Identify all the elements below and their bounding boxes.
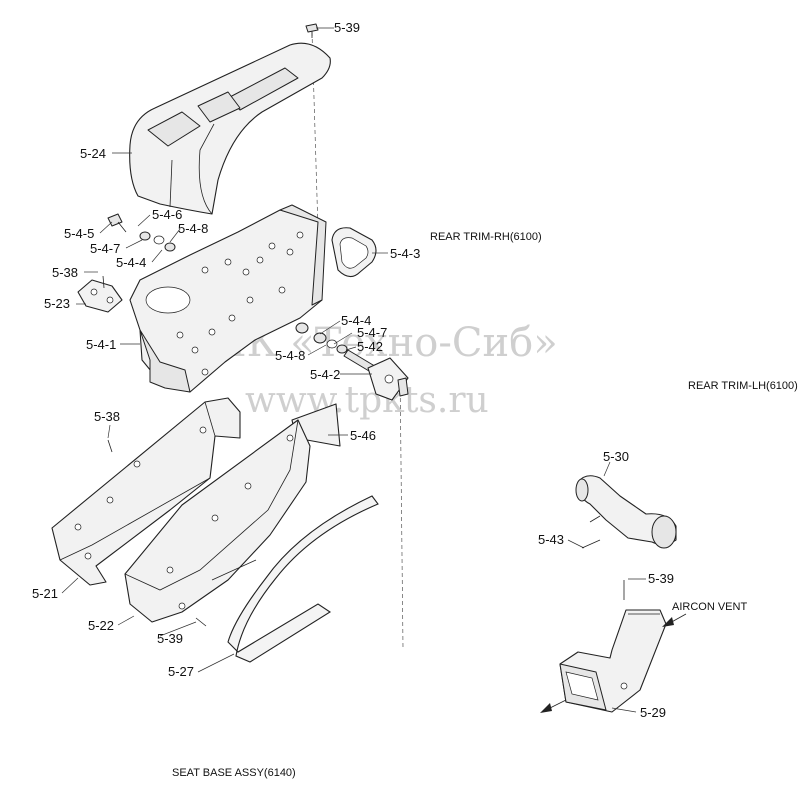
label-5-21: 5-21 bbox=[32, 586, 58, 601]
label-5-38-upper: 5-38 bbox=[52, 265, 78, 280]
label-5-4-8-lower: 5-4-8 bbox=[275, 348, 305, 363]
label-5-46: 5-46 bbox=[350, 428, 376, 443]
airflow-arrow bbox=[540, 699, 567, 713]
label-5-24: 5-24 bbox=[80, 146, 106, 161]
label-5-4-7-lower: 5-4-7 bbox=[357, 325, 387, 340]
label-5-39-bottom: 5-39 bbox=[157, 631, 183, 646]
axis-line-lower bbox=[399, 369, 404, 649]
label-5-23: 5-23 bbox=[44, 296, 70, 311]
label-5-4-2: 5-4-2 bbox=[310, 367, 340, 382]
gasket-ring bbox=[331, 227, 377, 278]
note-rear-trim-lh: REAR TRIM-LH(6100) bbox=[688, 380, 798, 392]
aircon-vent bbox=[559, 580, 667, 713]
label-5-4-4-lower: 5-4-4 bbox=[341, 313, 371, 328]
label-5-38-lower: 5-38 bbox=[94, 409, 120, 424]
watermark-line2: www.tpkts.ru bbox=[245, 380, 489, 421]
note-rear-trim-rh: REAR TRIM-RH(6100) bbox=[430, 231, 542, 243]
label-5-27: 5-27 bbox=[168, 664, 194, 679]
small-bracket bbox=[77, 275, 123, 313]
screw-5-38-lower bbox=[107, 439, 113, 453]
duct bbox=[575, 475, 677, 549]
label-5-4-5: 5-4-5 bbox=[64, 226, 94, 241]
screw-5-39-top bbox=[305, 23, 319, 38]
fastener-set-lower bbox=[295, 322, 409, 401]
screw-5-43 bbox=[581, 539, 601, 549]
label-5-4-4-upper: 5-4-4 bbox=[116, 255, 146, 270]
label-5-29: 5-29 bbox=[640, 705, 666, 720]
note-aircon-vent: AIRCON VENT bbox=[672, 601, 747, 613]
edge-trim-strip bbox=[227, 495, 379, 663]
aircon-vent-arrow bbox=[662, 613, 687, 627]
side-panel-right bbox=[124, 419, 311, 623]
label-5-30: 5-30 bbox=[603, 449, 629, 464]
label-5-4-3: 5-4-3 bbox=[390, 246, 420, 261]
leader-lines bbox=[61, 27, 646, 713]
label-5-4-8-upper: 5-4-8 bbox=[178, 221, 208, 236]
label-5-4-1: 5-4-1 bbox=[86, 337, 116, 352]
console-cover bbox=[129, 42, 331, 215]
axis-line-upper bbox=[311, 31, 319, 231]
label-5-43: 5-43 bbox=[538, 532, 564, 547]
screw-5-39-lower bbox=[195, 617, 207, 627]
label-5-42: 5-42 bbox=[357, 339, 383, 354]
side-panel-left bbox=[51, 397, 241, 586]
label-5-4-6: 5-4-6 bbox=[152, 207, 182, 222]
label-5-39-top: 5-39 bbox=[334, 20, 360, 35]
bracket-frame bbox=[129, 204, 327, 393]
label-5-22: 5-22 bbox=[88, 618, 114, 633]
label-5-4-7-upper: 5-4-7 bbox=[90, 241, 120, 256]
label-5-39-mid: 5-39 bbox=[648, 571, 674, 586]
note-seat-base: SEAT BASE ASSY(6140) bbox=[172, 767, 296, 779]
